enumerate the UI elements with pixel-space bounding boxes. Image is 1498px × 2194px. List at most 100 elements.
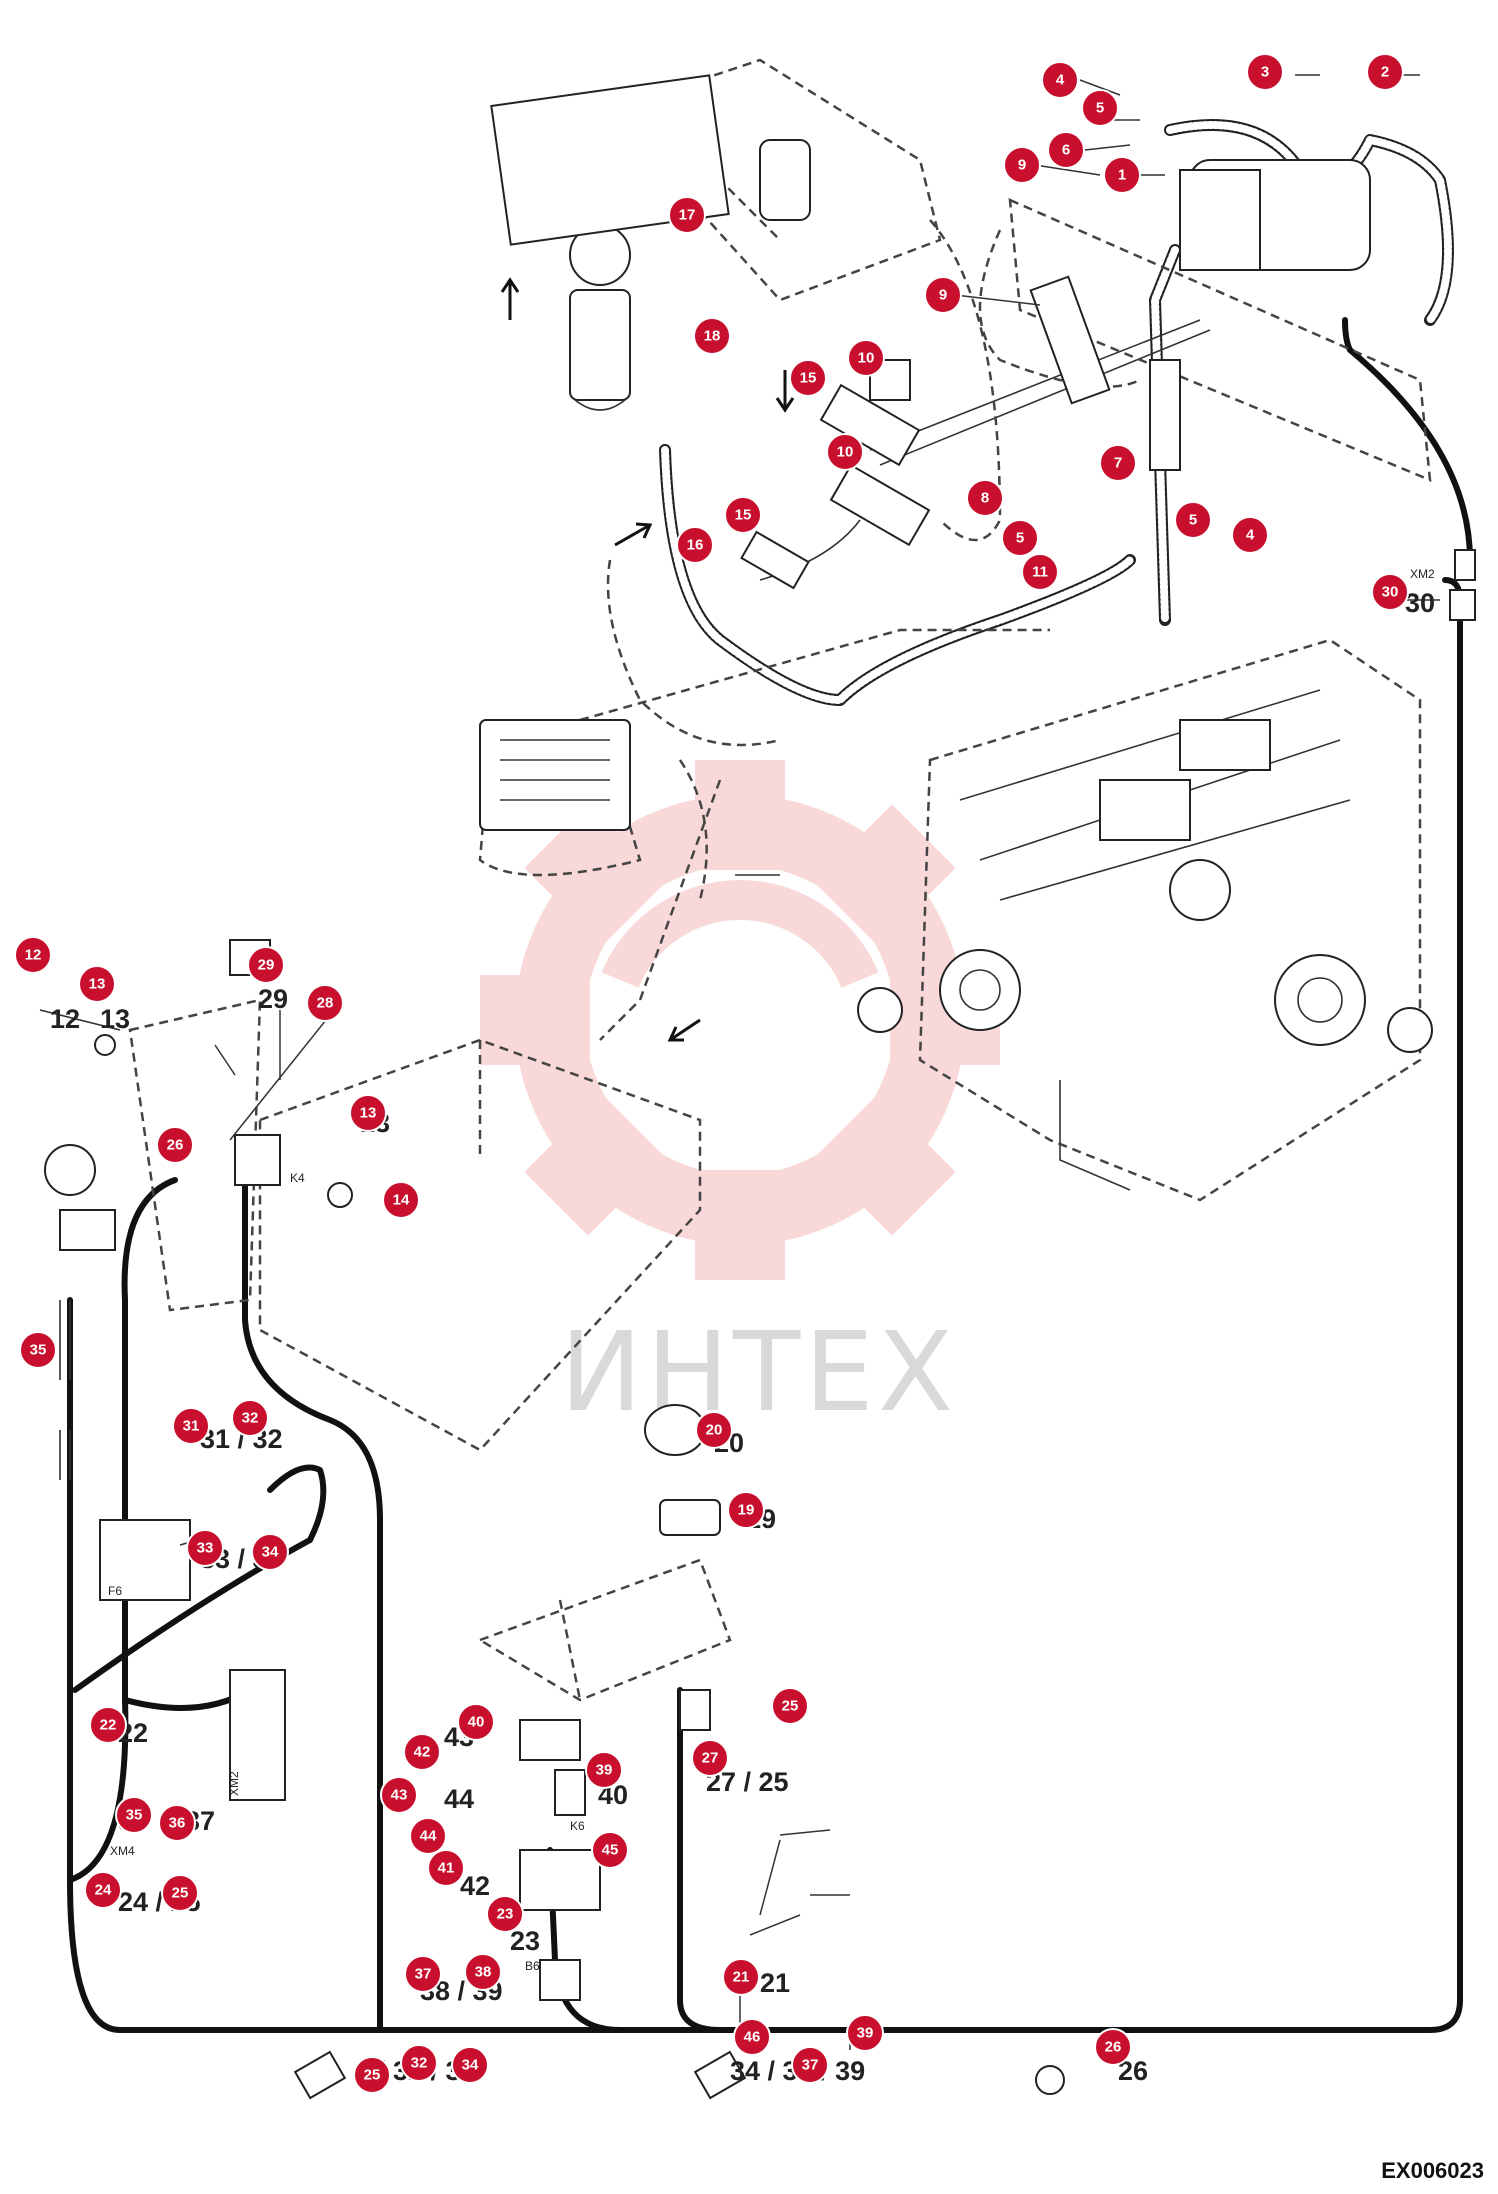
arrow-right-icon — [614, 522, 653, 547]
svg-text:44: 44 — [420, 1828, 437, 1845]
svg-text:28: 28 — [317, 995, 334, 1012]
svg-text:21: 21 — [733, 1969, 750, 1986]
svg-text:19: 19 — [738, 1502, 755, 1519]
svg-text:25: 25 — [172, 1885, 189, 1902]
connector-labels: K4 F6 XM4 XM2 XM2 K6 B6 — [108, 567, 1435, 1973]
callout-2: 2 — [1366, 53, 1404, 91]
svg-text:15: 15 — [800, 370, 817, 387]
callout-34: 34 — [251, 1533, 289, 1571]
callout-45: 45 — [591, 1831, 629, 1869]
callout-26: 26 — [1094, 2028, 1132, 2066]
callout-39: 39 — [846, 2014, 884, 2052]
callout-42: 42 — [403, 1733, 441, 1771]
callout-7: 7 — [1099, 444, 1137, 482]
svg-text:45: 45 — [602, 1842, 619, 1859]
callout-35: 35 — [19, 1331, 57, 1369]
svg-text:29: 29 — [258, 957, 275, 974]
callout-10: 10 — [826, 433, 864, 471]
svg-text:35: 35 — [30, 1342, 47, 1359]
svg-text:7: 7 — [1114, 455, 1122, 472]
svg-text:9: 9 — [1018, 157, 1026, 174]
connector-code: XM2 — [227, 1771, 241, 1796]
svg-text:34: 34 — [462, 2057, 479, 2074]
svg-text:13: 13 — [89, 976, 106, 993]
arrow-left-icon — [667, 1018, 701, 1042]
svg-text:38: 38 — [475, 1964, 492, 1981]
callout-41: 41 — [427, 1849, 465, 1887]
svg-text:3: 3 — [1261, 64, 1269, 81]
callout-3: 3 — [1246, 53, 1284, 91]
svg-text:24: 24 — [95, 1882, 112, 1899]
engine-block — [857, 638, 1433, 1202]
svg-text:11: 11 — [1032, 564, 1048, 581]
svg-text:41: 41 — [438, 1860, 455, 1877]
svg-text:23: 23 — [497, 1906, 514, 1923]
part-label: 42 — [460, 1871, 490, 1901]
svg-text:43: 43 — [391, 1787, 408, 1804]
callout-31: 31 — [172, 1407, 210, 1445]
svg-text:13: 13 — [360, 1105, 377, 1122]
svg-text:20: 20 — [706, 1422, 723, 1439]
svg-text:42: 42 — [414, 1744, 431, 1761]
svg-text:39: 39 — [596, 1762, 613, 1779]
part-label: 12 — [50, 1004, 80, 1034]
svg-text:31: 31 — [183, 1418, 200, 1435]
callout-11: 11 — [1021, 553, 1059, 591]
connector-code: K6 — [570, 1819, 585, 1833]
svg-text:22: 22 — [100, 1717, 117, 1734]
svg-text:10: 10 — [858, 350, 875, 367]
svg-text:37: 37 — [415, 1966, 432, 1983]
svg-text:30: 30 — [1382, 584, 1399, 601]
callout-13: 13 — [349, 1094, 387, 1132]
callout-5: 5 — [1174, 501, 1212, 539]
svg-text:39: 39 — [857, 2025, 874, 2042]
svg-text:8: 8 — [981, 490, 989, 507]
fuel-lines — [659, 119, 1454, 706]
watermark-text: ИНТЕХ — [560, 1308, 957, 1436]
callout-14: 14 — [382, 1181, 420, 1219]
callout-6: 6 — [1047, 131, 1085, 169]
svg-text:4: 4 — [1246, 527, 1255, 544]
flow-arrows — [500, 277, 795, 1042]
callout-1: 1 — [1103, 156, 1141, 194]
callout-43: 43 — [380, 1776, 418, 1814]
part-label: 29 — [258, 984, 288, 1014]
svg-text:4: 4 — [1056, 72, 1065, 89]
callout-40: 40 — [457, 1703, 495, 1741]
callout-21: 21 — [722, 1958, 760, 1996]
callout-25: 25 — [161, 1874, 199, 1912]
arrow-down-icon — [775, 370, 795, 413]
connector-grid — [500, 739, 610, 801]
svg-text:32: 32 — [411, 2055, 428, 2072]
connector-code: F6 — [108, 1584, 122, 1598]
svg-text:5: 5 — [1189, 512, 1197, 529]
callout-25: 25 — [771, 1687, 809, 1725]
callout-9: 9 — [1003, 146, 1041, 184]
svg-text:33: 33 — [197, 1540, 214, 1557]
svg-text:14: 14 — [393, 1192, 410, 1209]
connector-code: XM2 — [1410, 567, 1435, 581]
connector-code: K4 — [290, 1171, 305, 1185]
svg-text:12: 12 — [25, 947, 42, 964]
callout-17: 17 — [668, 196, 706, 234]
callout-25: 25 — [353, 2056, 391, 2094]
svg-text:2: 2 — [1381, 64, 1389, 81]
callout-34: 34 — [451, 2046, 489, 2084]
callout-27: 27 — [691, 1739, 729, 1777]
svg-text:16: 16 — [687, 537, 704, 554]
callout-30: 30 — [1371, 573, 1409, 611]
part-label: 13 — [100, 1004, 130, 1034]
callout-37: 37 — [404, 1955, 442, 1993]
svg-text:37: 37 — [802, 2057, 819, 2074]
part-label: 23 — [510, 1926, 540, 1956]
connector-code: B6 — [525, 1959, 540, 1973]
callout-16: 16 — [676, 526, 714, 564]
callout-10: 10 — [847, 339, 885, 377]
callout-13: 13 — [78, 965, 116, 1003]
callout-15: 15 — [789, 359, 827, 397]
callout-37: 37 — [791, 2046, 829, 2084]
callout-28: 28 — [306, 984, 344, 1022]
fuel-filter — [490, 74, 1371, 590]
callout-15: 15 — [724, 496, 762, 534]
